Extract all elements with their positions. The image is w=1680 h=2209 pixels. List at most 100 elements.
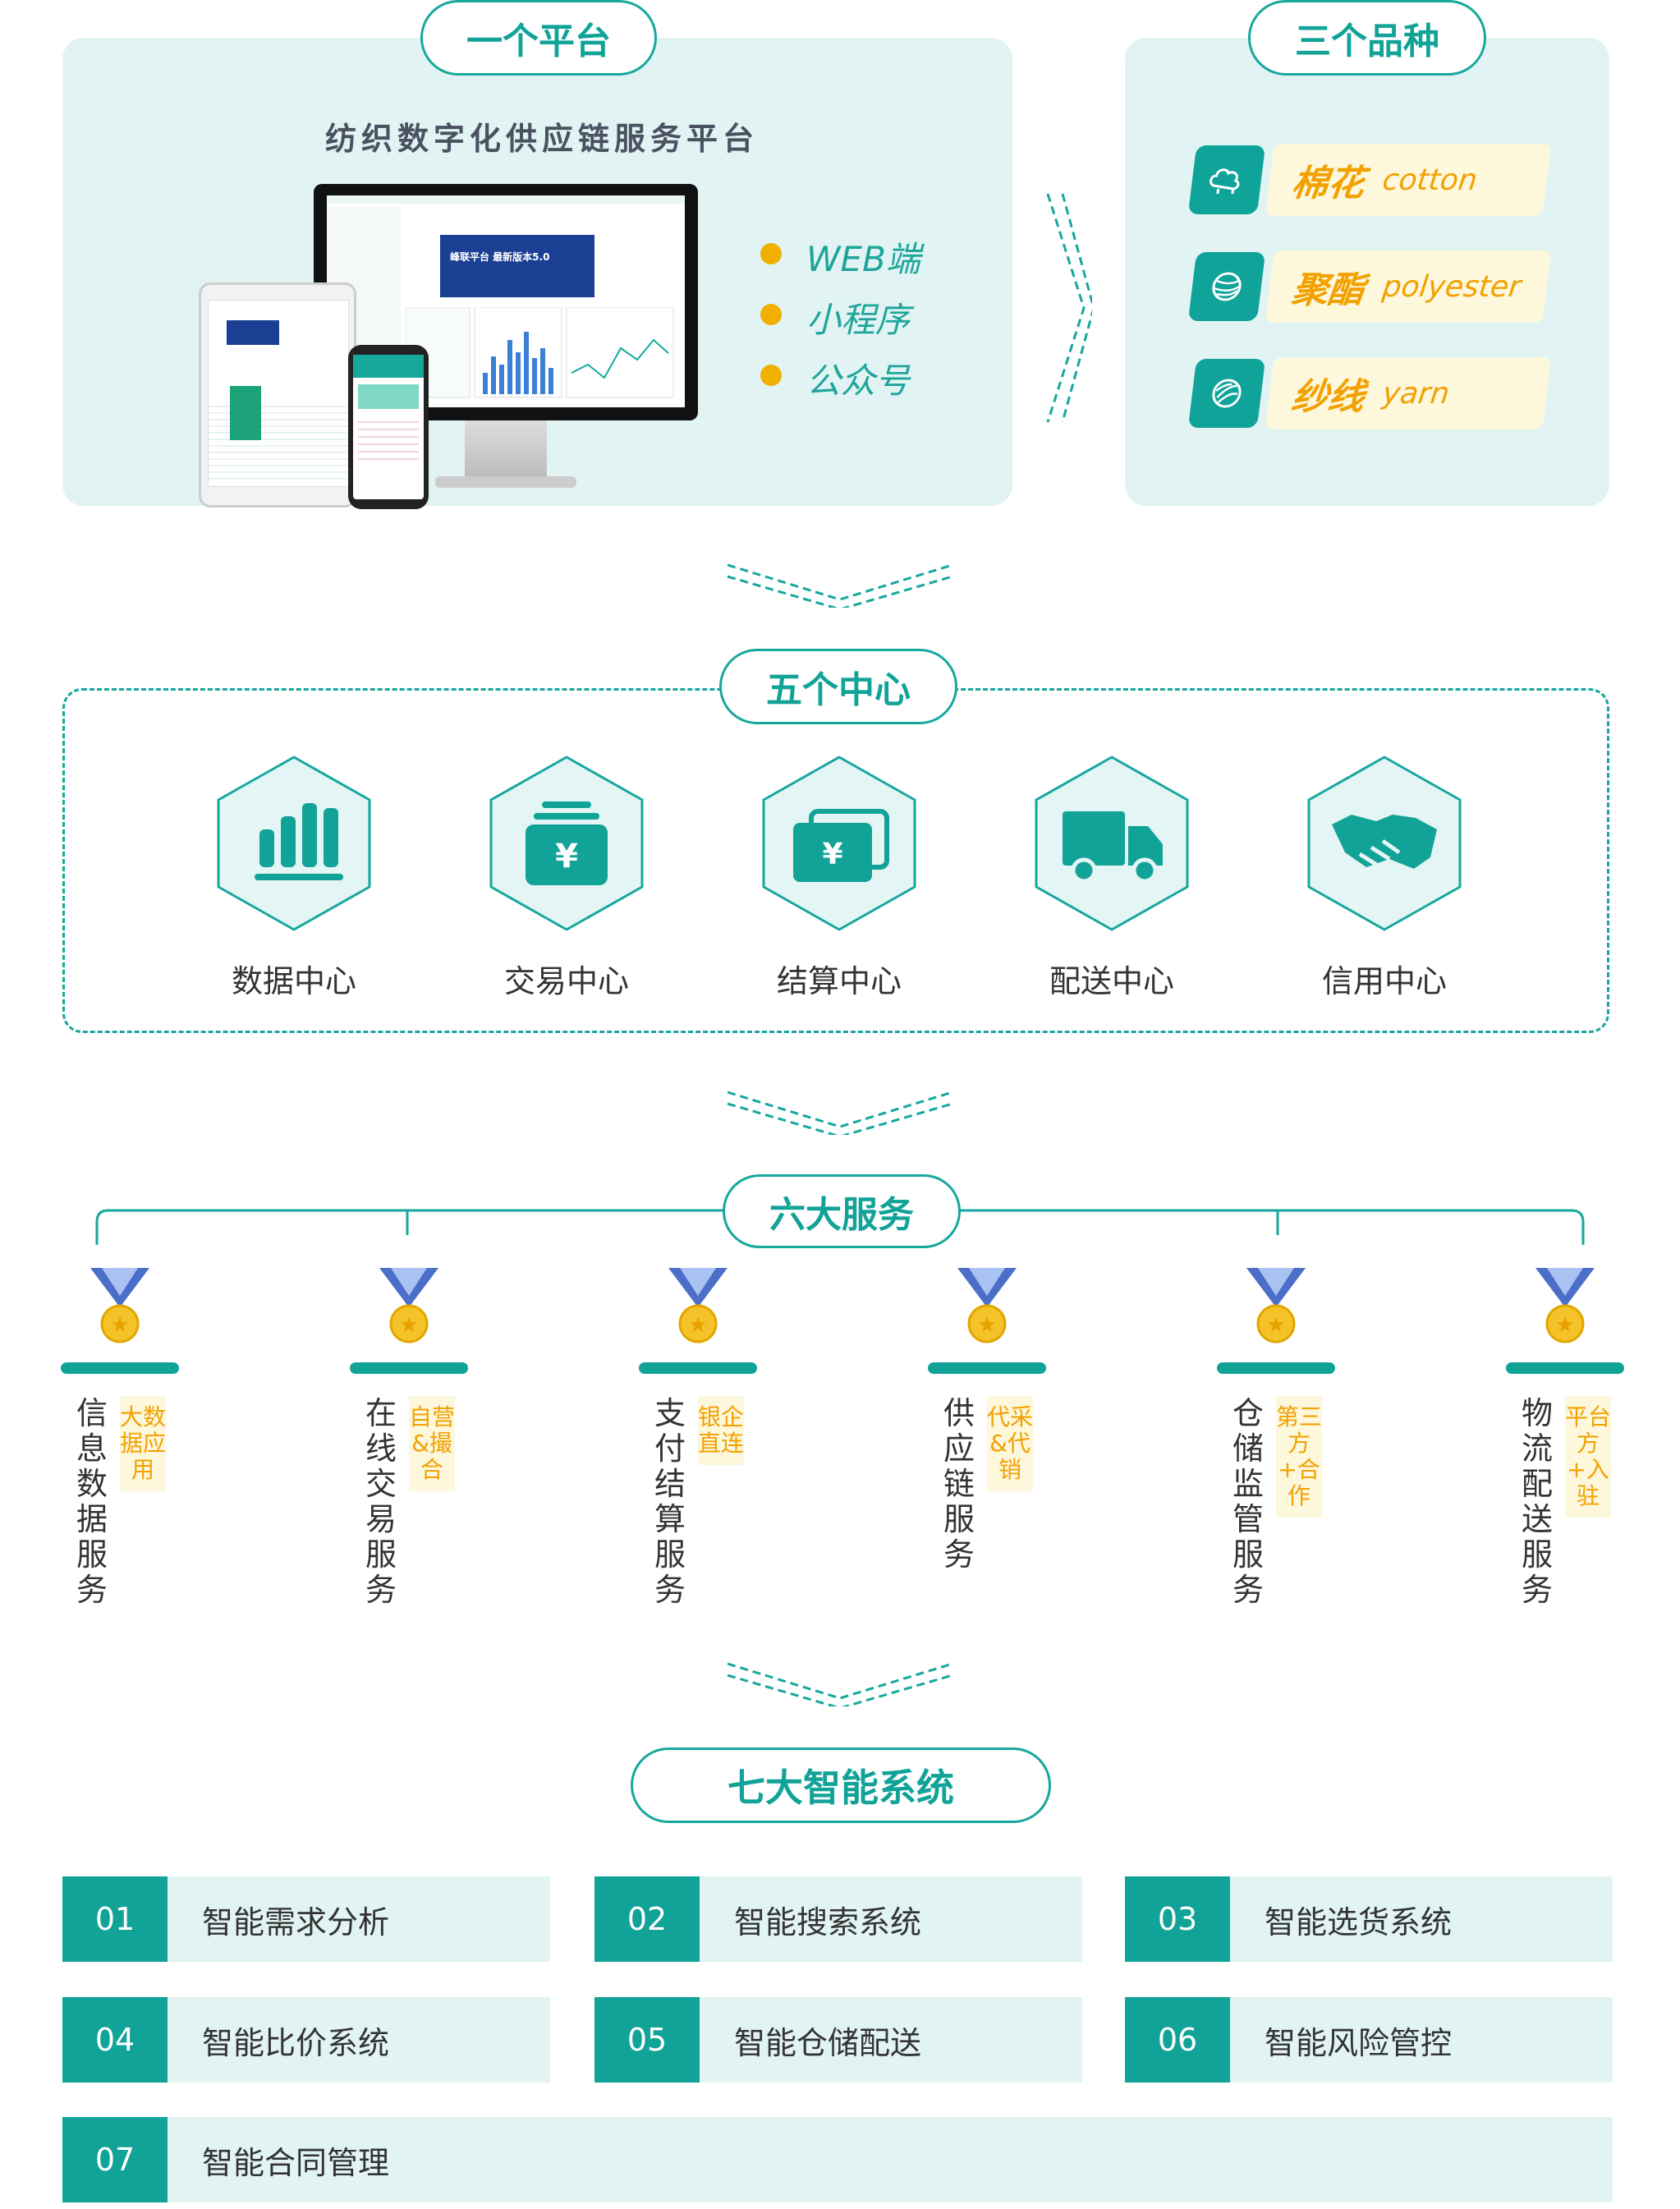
system-number: 07	[62, 2117, 168, 2202]
svg-text:★: ★	[399, 1313, 418, 1338]
svg-text:★: ★	[1555, 1313, 1574, 1338]
service-name: 仓储监管服务	[1232, 1395, 1264, 1608]
service-name: 供应链服务	[943, 1395, 975, 1573]
system-number: 03	[1125, 1876, 1230, 1962]
channel-mini-program: 小程序	[806, 300, 911, 340]
center-label: 结算中心	[776, 963, 902, 999]
system-number: 05	[594, 1997, 700, 2083]
platform-title: 纺织数字化供应链服务平台	[325, 121, 760, 157]
center-label: 交易中心	[503, 963, 629, 999]
service-name: 支付结算服务	[654, 1395, 686, 1608]
service-bar	[928, 1362, 1046, 1374]
medal-icon: ★	[90, 1268, 149, 1343]
channel-dot	[760, 304, 782, 325]
service-name: 信息数据服务	[76, 1395, 108, 1608]
varieties-badge: 三个品种	[1248, 0, 1486, 76]
variety-polyester: 聚酯 polyester	[1187, 250, 1552, 324]
services-badge: 六大服务	[723, 1174, 961, 1248]
yuan-cards-icon: ¥	[793, 809, 889, 882]
service-tag: 自营&撮合	[409, 1396, 455, 1491]
channel-dot	[760, 365, 782, 386]
svg-text:¥: ¥	[822, 838, 842, 871]
center-label: 配送中心	[1049, 963, 1174, 999]
variety-yarn: 纱线 yarn	[1187, 356, 1552, 430]
hex-yuan-cards: ¥	[762, 755, 916, 931]
system-number: 01	[62, 1876, 168, 1962]
screen-banner: 峰联平台 最新版本5.0	[440, 235, 594, 297]
channel-official-account: 公众号	[806, 361, 911, 401]
variety-en: cotton	[1380, 163, 1480, 197]
chevron-right-icon	[1046, 193, 1092, 423]
yuan-bag-icon: ¥	[526, 801, 608, 885]
system-number: 06	[1125, 1997, 1230, 2083]
system-item: 03 智能选货系统	[1125, 1876, 1613, 1962]
system-item: 01 智能需求分析	[62, 1876, 550, 1962]
svg-text:¥: ¥	[555, 838, 578, 875]
yarn-icon	[1187, 359, 1266, 428]
medal-icon: ★	[957, 1268, 1017, 1343]
system-number: 02	[594, 1876, 700, 1962]
hex-bar-chart	[217, 755, 371, 931]
channel-dot	[760, 243, 782, 264]
system-label: 智能需求分析	[202, 1904, 390, 1940]
medal-icon: ★	[1246, 1268, 1306, 1343]
systems-badge: 七大智能系统	[631, 1747, 1051, 1823]
system-item: 02 智能搜索系统	[594, 1876, 1082, 1962]
service-tag: 代采&代销	[987, 1396, 1033, 1491]
handshake-icon	[1332, 815, 1437, 869]
service-bar	[350, 1362, 468, 1374]
system-item: 05 智能仓储配送	[594, 1997, 1082, 2083]
variety-zh: 棉花	[1289, 163, 1367, 204]
variety-zh: 聚酯	[1289, 269, 1367, 311]
center-label: 数据中心	[231, 963, 356, 999]
system-label: 智能仓储配送	[734, 2024, 922, 2061]
system-label: 智能选货系统	[1265, 1904, 1453, 1940]
service-name: 在线交易服务	[365, 1395, 397, 1608]
system-item: 07 智能合同管理	[62, 2117, 1613, 2202]
service-tag: 平台方+入驻	[1565, 1396, 1611, 1518]
variety-cotton: 棉花 cotton	[1187, 143, 1552, 217]
system-label: 智能合同管理	[202, 2144, 390, 2181]
bar-chart-icon	[255, 803, 343, 880]
svg-text:★: ★	[977, 1313, 996, 1338]
channel-web: WEB端	[806, 239, 920, 279]
service-bar	[1506, 1362, 1624, 1374]
service-bar	[61, 1362, 179, 1374]
service-bar	[1217, 1362, 1335, 1374]
service-tag: 银企直连	[698, 1396, 744, 1465]
hex-handshake	[1307, 755, 1462, 931]
service-bar	[639, 1362, 757, 1374]
system-label: 智能搜索系统	[734, 1904, 922, 1940]
svg-text:★: ★	[110, 1313, 129, 1338]
svg-text:★: ★	[1266, 1313, 1285, 1338]
system-item: 06 智能风险管控	[1125, 1997, 1613, 2083]
truck-icon	[1063, 811, 1163, 884]
service-tag: 大数据应用	[120, 1396, 166, 1491]
hex-yuan-bag: ¥	[489, 755, 644, 931]
phone-device	[348, 345, 429, 509]
chevron-down-icon	[727, 563, 953, 608]
polyester-icon	[1187, 252, 1266, 321]
system-label: 智能比价系统	[202, 2024, 390, 2061]
system-label: 智能风险管控	[1265, 2024, 1453, 2061]
cotton-icon	[1187, 145, 1266, 214]
chevron-down-icon	[727, 1091, 953, 1135]
medal-icon: ★	[668, 1268, 728, 1343]
service-name: 物流配送服务	[1521, 1395, 1553, 1608]
variety-zh: 纱线	[1289, 376, 1367, 418]
hex-truck	[1035, 755, 1189, 931]
medal-icon: ★	[1535, 1268, 1595, 1343]
system-number: 04	[62, 1997, 168, 2083]
variety-en: yarn	[1380, 376, 1452, 411]
medal-icon: ★	[379, 1268, 438, 1343]
chevron-down-icon	[727, 1662, 953, 1706]
center-label: 信用中心	[1321, 963, 1447, 999]
service-tag: 第三方+合作	[1276, 1396, 1322, 1518]
variety-en: polyester	[1380, 269, 1523, 304]
tablet-device	[199, 282, 356, 507]
system-item: 04 智能比价系统	[62, 1997, 550, 2083]
screen-charts	[406, 307, 674, 398]
platform-badge: 一个平台	[420, 0, 657, 76]
svg-text:★: ★	[688, 1313, 707, 1338]
centers-badge: 五个中心	[719, 649, 957, 724]
